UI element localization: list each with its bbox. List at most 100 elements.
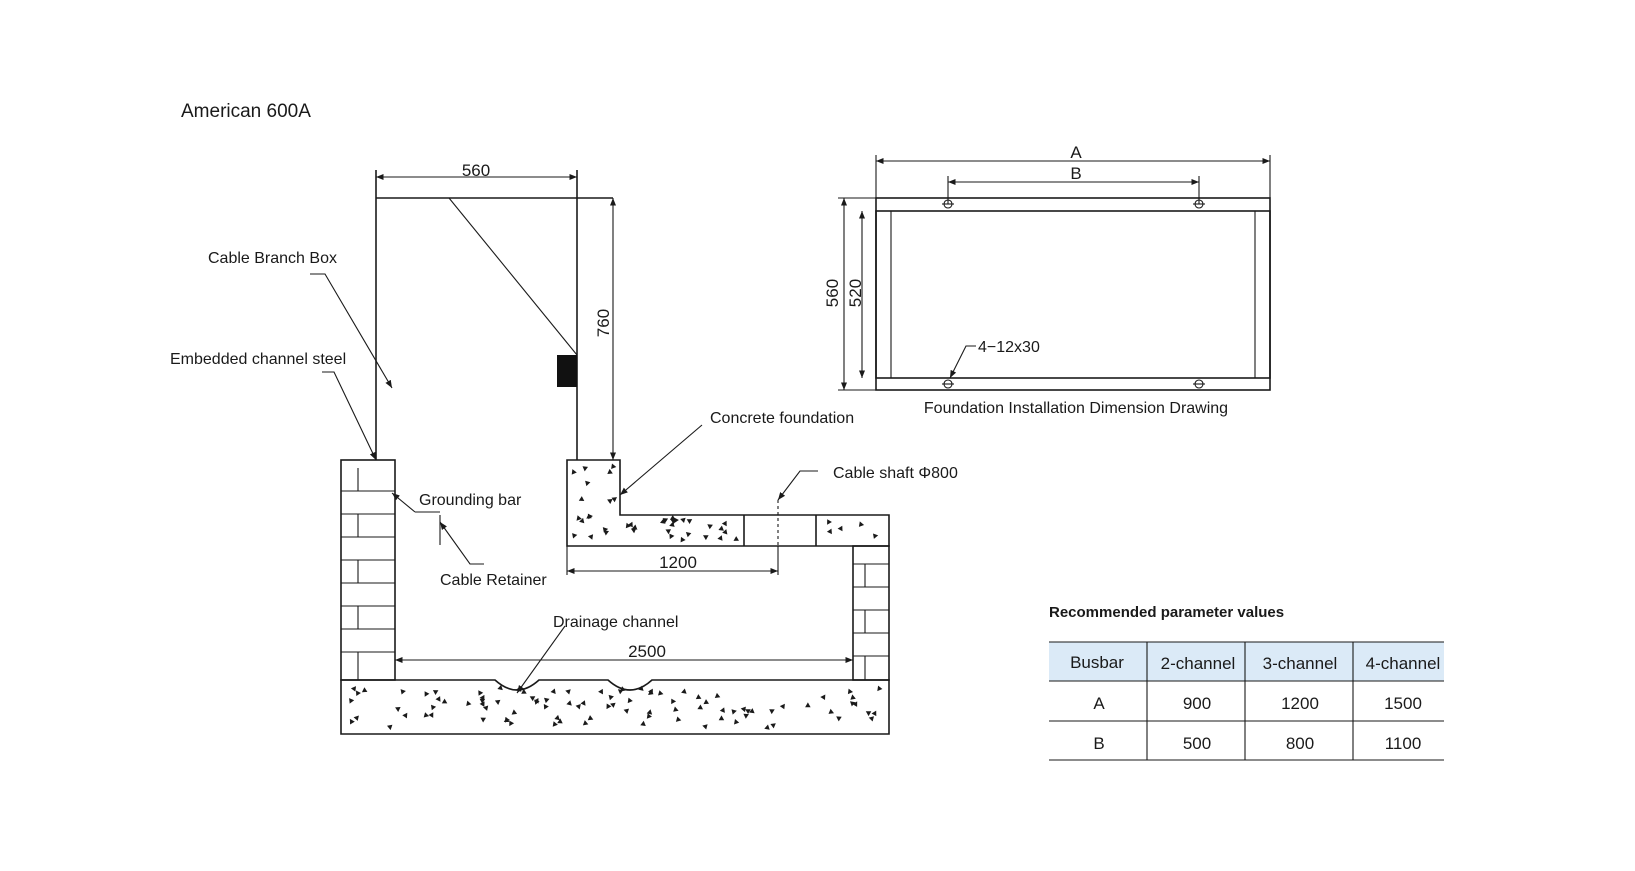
concrete-aggregate-mark bbox=[680, 517, 686, 523]
concrete-aggregate-mark bbox=[707, 524, 713, 530]
concrete-aggregate-mark bbox=[575, 704, 581, 710]
concrete-aggregate-mark bbox=[850, 701, 856, 707]
concrete-aggregate-mark bbox=[483, 705, 489, 711]
concrete-aggregate-mark bbox=[627, 521, 633, 528]
table-cell: 800 bbox=[1286, 734, 1314, 753]
concrete-aggregate-mark bbox=[494, 699, 501, 705]
concrete-aggregate-mark bbox=[749, 708, 755, 714]
concrete-aggregate-mark bbox=[572, 533, 578, 539]
concrete-aggregate-mark bbox=[349, 698, 355, 704]
concrete-aggregate-mark bbox=[669, 515, 676, 520]
dim-plan-560-label: 560 bbox=[823, 279, 842, 307]
concrete-aggregate-mark bbox=[837, 525, 843, 532]
cable-branch-box bbox=[375, 170, 613, 460]
table-cell: 1200 bbox=[1281, 694, 1319, 713]
dim-plan-A-label: A bbox=[1070, 143, 1082, 162]
table-header-bg bbox=[1049, 642, 1444, 681]
table-header-3-channel: 3-channel bbox=[1263, 654, 1338, 673]
dim-2500-label: 2500 bbox=[628, 642, 666, 661]
concrete-aggregate-mark bbox=[582, 466, 588, 472]
hole-callout-leader bbox=[949, 345, 976, 379]
concrete-aggregate-mark bbox=[719, 707, 725, 713]
concrete-aggregate-mark bbox=[769, 709, 775, 715]
concrete-aggregate-mark bbox=[675, 716, 682, 722]
concrete-aggregate-mark bbox=[554, 714, 560, 721]
concrete-aggregate-mark bbox=[466, 700, 472, 706]
concrete-aggregate-mark bbox=[511, 709, 518, 715]
concrete-aggregate-mark bbox=[718, 715, 725, 721]
left-brick-wall bbox=[340, 459, 396, 681]
dim-1200: 1200 bbox=[566, 546, 779, 575]
concrete-aggregate-mark bbox=[871, 710, 877, 717]
label-embedded-channel-steel: Embedded channel steel bbox=[170, 351, 346, 368]
page-title: American 600A bbox=[181, 101, 311, 122]
table-cell: B bbox=[1093, 734, 1104, 753]
concrete-aggregate-mark bbox=[350, 686, 356, 692]
right-brick-wall bbox=[852, 545, 890, 681]
concrete-aggregate-mark bbox=[579, 517, 585, 524]
concrete-aggregate-mark bbox=[648, 689, 654, 695]
concrete-aggregate-mark bbox=[497, 684, 503, 691]
dim-box-width: 560 bbox=[376, 161, 577, 181]
concrete-aggregate-mark bbox=[479, 694, 485, 701]
concrete-aggregate-mark bbox=[534, 699, 540, 705]
concrete-aggregate-mark bbox=[722, 529, 728, 535]
concrete-aggregate-mark bbox=[658, 690, 664, 696]
concrete-aggregate-mark bbox=[827, 519, 832, 525]
table-header-4-channel: 4-channel bbox=[1366, 654, 1441, 673]
label-cable-branch-box: Cable Branch Box bbox=[208, 250, 337, 267]
dim-plan-B-label: B bbox=[1070, 164, 1081, 183]
concrete-aggregate-mark bbox=[770, 723, 776, 729]
concrete-aggregate-mark bbox=[703, 699, 709, 705]
concrete-aggregate-mark bbox=[353, 715, 359, 721]
bottom-slab bbox=[340, 679, 890, 735]
concrete-aggregate-mark bbox=[873, 533, 879, 539]
dim-plan-520-label: 520 bbox=[846, 279, 865, 307]
table-header-2-channel: 2-channel bbox=[1161, 654, 1236, 673]
concrete-aggregate-mark bbox=[607, 499, 613, 504]
concrete-aggregate-mark bbox=[585, 480, 591, 487]
concrete-aggregate-mark bbox=[587, 715, 594, 721]
concrete-aggregate-mark bbox=[734, 719, 740, 725]
concrete-aggregate-mark bbox=[695, 694, 702, 700]
concrete-aggregate-mark bbox=[820, 694, 826, 700]
concrete-aggregate-mark bbox=[580, 700, 586, 706]
concrete-aggregate-mark bbox=[646, 713, 652, 719]
section-view: 560 760 bbox=[170, 161, 958, 735]
dim-box-height-label: 760 bbox=[594, 309, 613, 337]
concrete-aggregate-mark bbox=[779, 703, 785, 710]
concrete-aggregate-mark bbox=[638, 685, 644, 691]
concrete-aggregate-mark bbox=[669, 533, 675, 540]
concrete-aggregate-mark bbox=[544, 697, 550, 704]
concrete-aggregate-mark bbox=[702, 724, 708, 730]
concrete-aggregate-mark bbox=[625, 522, 631, 529]
table-cell: 500 bbox=[1183, 734, 1211, 753]
concrete-aggregate-mark bbox=[703, 535, 709, 541]
concrete-aggregate-mark bbox=[557, 718, 563, 724]
concrete-aggregate-mark bbox=[400, 689, 406, 695]
label-cable-shaft: Cable shaft Φ800 bbox=[833, 465, 958, 482]
concrete-aggregate-mark bbox=[847, 688, 853, 695]
concrete-aggregate-mark bbox=[611, 463, 617, 469]
concrete-aggregate-mark bbox=[479, 701, 485, 707]
concrete-aggregate-mark bbox=[606, 703, 612, 710]
concrete-aggregate-mark bbox=[660, 518, 666, 524]
plan-view: A B 560 520 4−12x30 Foundation Installat… bbox=[823, 143, 1271, 417]
concrete-aggregate-mark bbox=[665, 529, 671, 535]
concrete-aggregate-mark bbox=[717, 535, 723, 541]
concrete-aggregate-mark bbox=[565, 689, 571, 695]
table-cell: A bbox=[1093, 694, 1105, 713]
concrete-aggregate-mark bbox=[836, 716, 842, 722]
concrete-aggregate-mark bbox=[828, 708, 834, 714]
concrete-aggregate-mark bbox=[868, 716, 874, 722]
plan-outer-frame bbox=[875, 197, 1271, 391]
parameter-table: Recommended parameter values Busbar 2-ch… bbox=[1049, 604, 1444, 761]
label-concrete-foundation: Concrete foundation bbox=[710, 410, 854, 427]
concrete-aggregate-mark bbox=[503, 717, 510, 722]
concrete-aggregate-mark bbox=[586, 513, 592, 519]
table-cell: 1500 bbox=[1384, 694, 1422, 713]
plan-caption: Foundation Installation Dimension Drawin… bbox=[924, 400, 1228, 417]
concrete-aggregate-mark bbox=[610, 702, 616, 708]
concrete-aggregate-mark bbox=[877, 685, 883, 692]
concrete-aggregate-mark bbox=[608, 694, 614, 701]
